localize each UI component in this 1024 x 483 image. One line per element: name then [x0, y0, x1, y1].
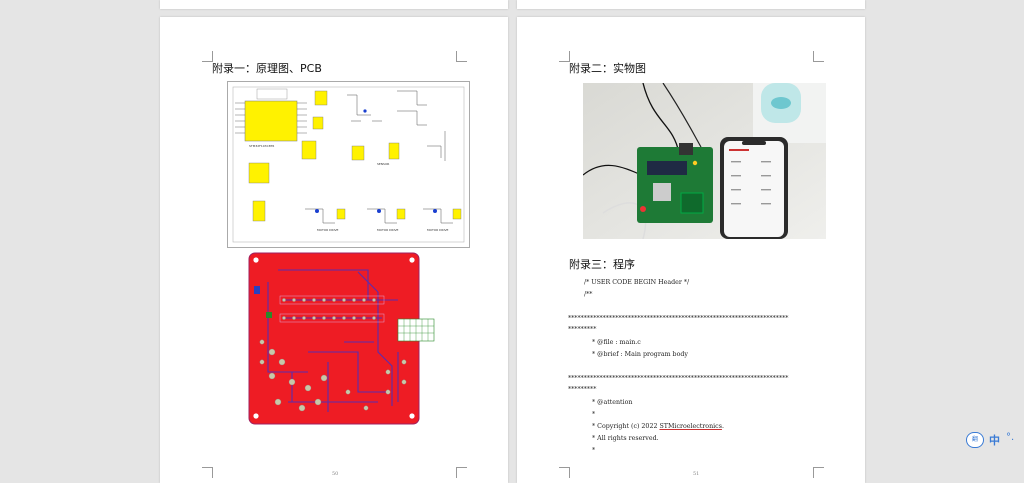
margin-corner	[456, 51, 467, 62]
margin-corner	[456, 467, 467, 478]
hardware-photo	[583, 83, 826, 239]
translate-button[interactable]: 翻	[966, 432, 984, 448]
code-line-copyright: * Copyright (c) 2022 STMicroelectronics.	[592, 423, 724, 430]
period: .	[721, 423, 724, 430]
page-number: 51	[693, 471, 700, 477]
svg-text:SENSOR: SENSOR	[377, 162, 389, 166]
code-line: * @file : main.c	[592, 339, 641, 346]
company-name: STMicroelectronics	[659, 423, 722, 430]
code-line: *	[592, 447, 596, 454]
settings-icon[interactable]: °.	[1006, 432, 1015, 443]
code-line: *	[592, 411, 596, 418]
code-line: * @attention	[592, 399, 633, 406]
svg-text:STM32F103C8T6: STM32F103C8T6	[249, 144, 274, 148]
previous-page-bottom-left	[160, 0, 508, 9]
appendix-2-heading: 附录二：实物图	[569, 62, 646, 75]
code-line: ****************************************…	[568, 375, 789, 382]
appendix-1-heading: 附录一：原理图、PCB	[212, 62, 322, 75]
language-toggle-button[interactable]: 中	[989, 434, 1000, 447]
margin-corner	[202, 467, 213, 478]
previous-page-bottom-right	[517, 0, 865, 9]
translate-icon: 翻	[971, 436, 978, 443]
code-line: * @brief : Main program body	[592, 351, 688, 358]
page-number: 50	[332, 471, 339, 477]
margin-corner	[813, 51, 824, 62]
pcb-layout-image	[248, 252, 435, 425]
svg-text:MOTOR DRIVE: MOTOR DRIVE	[427, 228, 449, 232]
code-line: * All rights reserved.	[592, 435, 659, 442]
copyright-text: * Copyright (c) 2022	[592, 423, 660, 430]
margin-corner	[559, 51, 570, 62]
margin-corner	[202, 51, 213, 62]
code-line: ****************************************…	[568, 315, 789, 322]
code-line: *********	[568, 386, 597, 393]
margin-corner	[813, 467, 824, 478]
code-line: /* USER CODE BEGIN Header */	[584, 279, 690, 286]
svg-text:MOTOR DRIVE: MOTOR DRIVE	[377, 228, 399, 232]
code-line: /**	[584, 291, 593, 298]
svg-text:MOTOR DRIVE: MOTOR DRIVE	[317, 228, 339, 232]
appendix-3-heading: 附录三：程序	[569, 258, 635, 271]
code-line: *********	[568, 326, 597, 333]
margin-corner	[559, 467, 570, 478]
page-51: 附录二：实物图 附录三：程序 /*	[517, 17, 865, 483]
